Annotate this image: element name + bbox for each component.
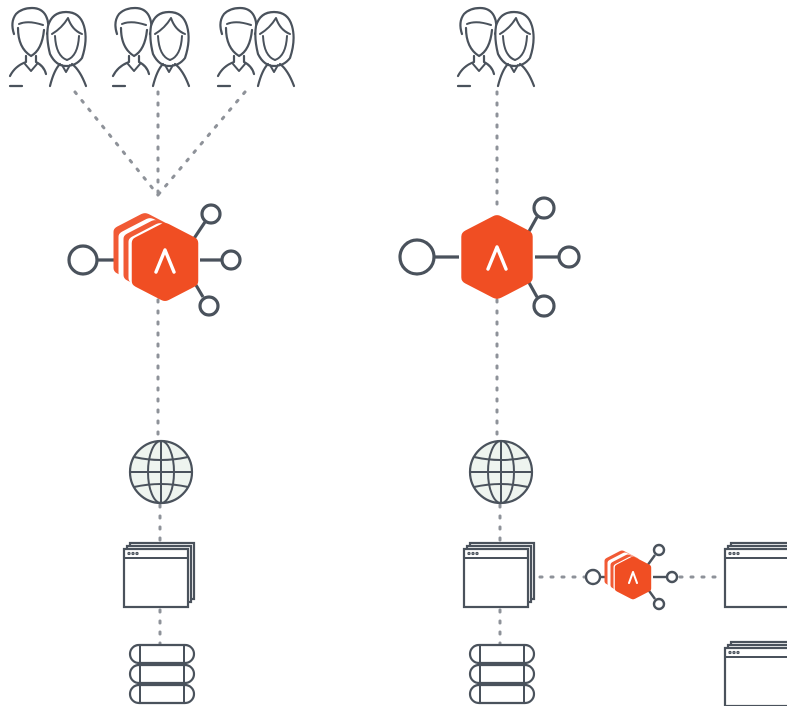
globe-icon [128, 439, 194, 505]
stacked-gateway-node [67, 203, 242, 317]
connector-users1-gateway [73, 90, 160, 197]
connector-users3-gateway [156, 90, 247, 197]
database-icon [128, 643, 196, 705]
database-icon [468, 643, 536, 705]
user-group-icon [8, 6, 88, 88]
stacked-gateway-node-small [584, 543, 679, 611]
stacked-window-icon [723, 640, 787, 706]
user-group-icon [111, 6, 191, 88]
user-group-icon [456, 6, 536, 88]
stacked-window-icon [122, 541, 196, 609]
single-gateway-node [398, 196, 581, 318]
stacked-window-icon [462, 541, 536, 609]
lambda-logo-icon [628, 571, 638, 584]
user-group-icon [216, 6, 296, 88]
globe-icon [468, 439, 534, 505]
stacked-window-icon [723, 541, 787, 609]
lambda-logo-icon [486, 245, 508, 271]
lambda-logo-icon [154, 248, 176, 274]
